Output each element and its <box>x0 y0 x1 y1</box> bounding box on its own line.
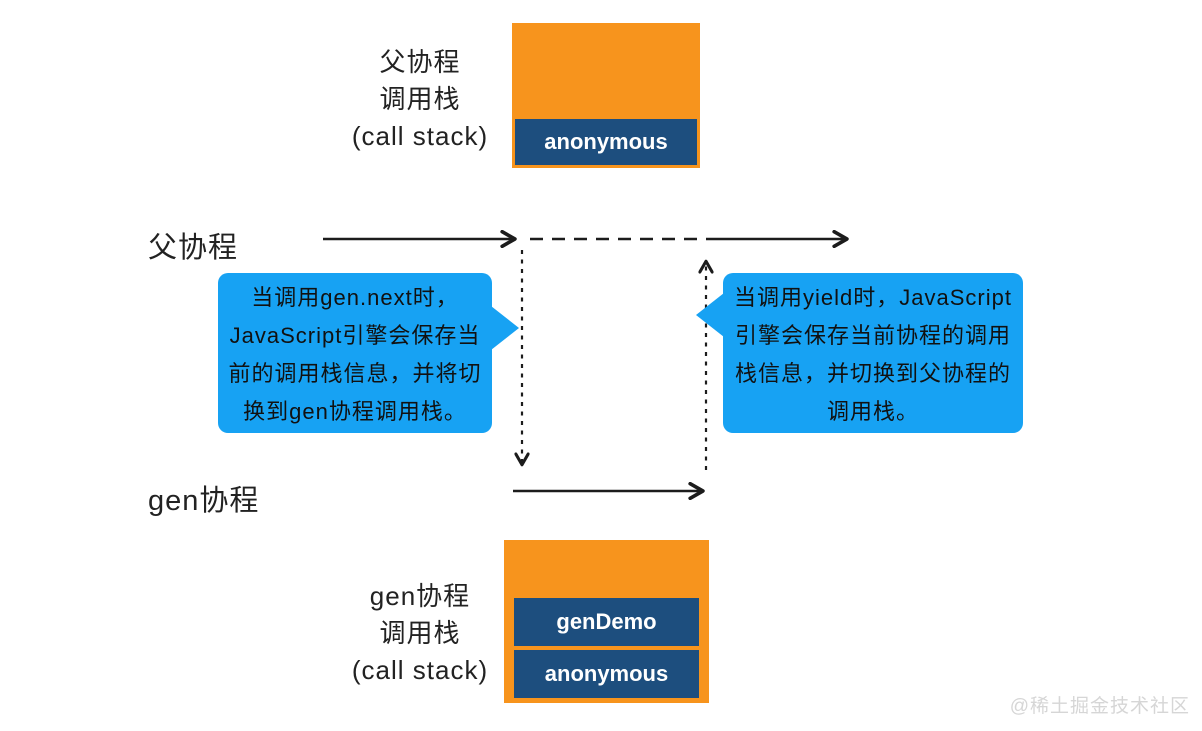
gen-stack-frame-gendemo: genDemo <box>514 598 699 646</box>
parent-stack-label-line1: 父协程 <box>379 47 461 77</box>
parent-stack-label-line3: (call stack) <box>351 121 489 151</box>
parent-stack-label: 父协程 调用栈 (call stack) <box>310 44 530 155</box>
watermark: @稀土掘金技术社区 <box>1009 696 1190 717</box>
gen-next-callout-line3: 前的调用栈信息，并将切 <box>228 361 482 386</box>
gen-stack-label: gen协程 调用栈 (call stack) <box>310 578 530 689</box>
yield-callout-line3: 栈信息，并切换到父协程的 <box>734 361 1011 386</box>
yield-callout-line2: 引擎会保存当前协程的调用 <box>734 323 1011 348</box>
gen-call-stack-box: genDemo anonymous <box>504 540 709 703</box>
gen-next-callout-line4: 换到gen协程调用栈。 <box>243 399 467 424</box>
gen-stack-label-line3: (call stack) <box>351 655 489 685</box>
parent-stack-label-line2: 调用栈 <box>379 84 461 114</box>
gen-frame-label-2: anonymous <box>544 661 669 686</box>
parent-call-stack-box: anonymous <box>512 23 700 168</box>
gen-next-callout: 当调用gen.next时， JavaScript引擎会保存当 前的调用栈信息，并… <box>218 273 519 433</box>
parent-stack-frame-anonymous: anonymous <box>515 119 697 165</box>
gen-stack-label-line1: gen协程 <box>369 581 471 611</box>
yield-callout-line1: 当调用yield时，JavaScript <box>734 285 1012 310</box>
parent-frame-label: anonymous <box>544 129 668 154</box>
gen-frame-label-1: genDemo <box>556 609 657 634</box>
yield-callout-line4: 调用栈。 <box>826 399 919 424</box>
gen-stack-frame-anonymous: anonymous <box>514 650 699 698</box>
yield-callout: 当调用yield时，JavaScript 引擎会保存当前协程的调用 栈信息，并切… <box>696 273 1023 433</box>
gen-timeline-label: gen协程 <box>148 485 260 517</box>
yield-callout-tail <box>696 293 724 337</box>
gen-stack-label-line2: 调用栈 <box>379 618 461 648</box>
gen-next-callout-tail <box>491 306 519 350</box>
gen-next-callout-line1: 当调用gen.next时， <box>251 285 459 310</box>
parent-timeline-label: 父协程 <box>148 232 239 264</box>
gen-next-callout-line2: JavaScript引擎会保存当 <box>229 323 481 348</box>
